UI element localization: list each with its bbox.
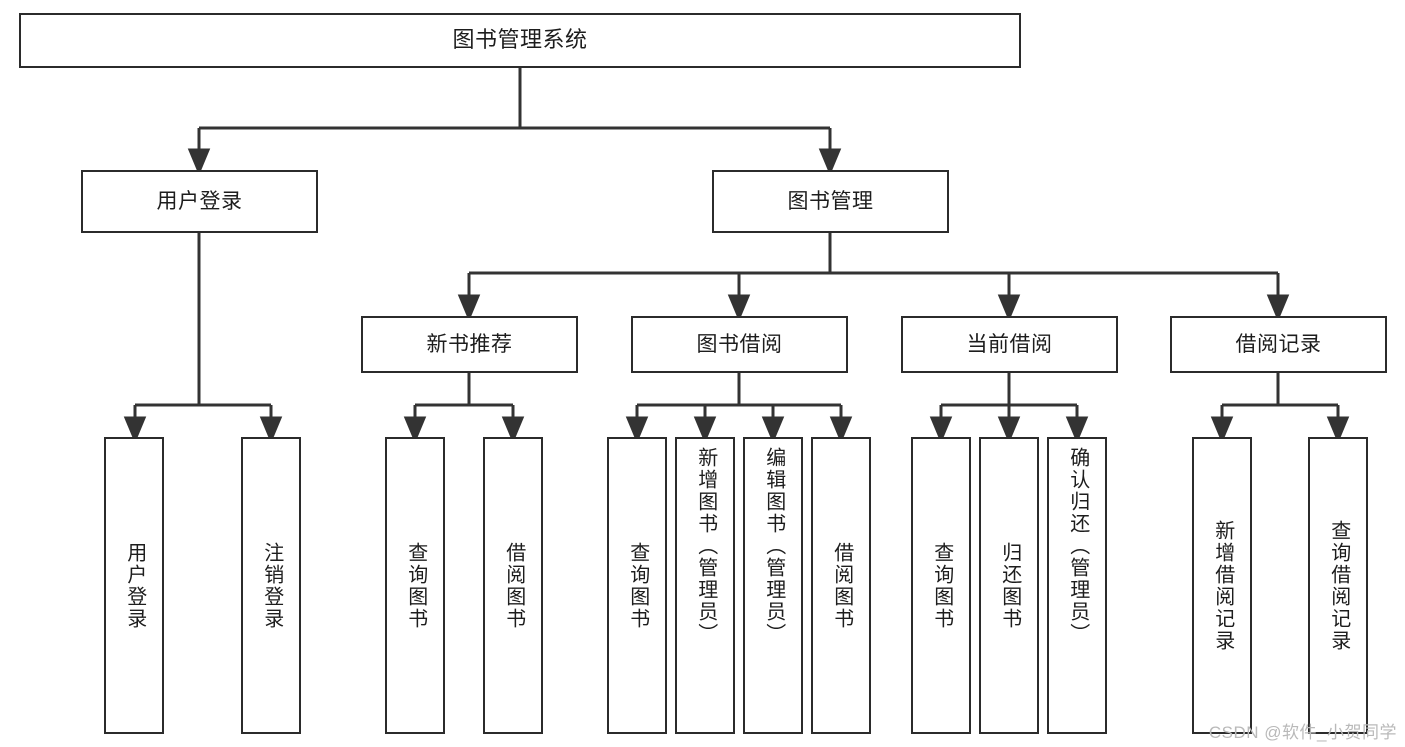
node-leaf-query-book-2[interactable]: 查询图书	[607, 437, 667, 734]
node-leaf-edit-book-label: 编辑图书（管理员）	[762, 447, 785, 645]
node-leaf-borrow-book-1[interactable]: 借阅图书	[483, 437, 543, 734]
node-leaf-add-record-label: 新增借阅记录	[1211, 519, 1234, 652]
node-leaf-query-book-1-label: 查询图书	[404, 541, 427, 630]
node-current-borrow[interactable]: 当前借阅	[901, 316, 1118, 373]
node-leaf-add-book-label: 新增图书（管理员）	[694, 447, 717, 645]
node-leaf-query-book-2-label: 查询图书	[626, 541, 649, 630]
node-new-book-recommend-label: 新书推荐	[426, 332, 513, 356]
node-leaf-user-login[interactable]: 用户登录	[104, 437, 164, 734]
node-leaf-user-login-label: 用户登录	[123, 541, 146, 630]
node-book-manage-label: 图书管理	[787, 189, 874, 213]
node-leaf-borrow-book-1-label: 借阅图书	[502, 541, 525, 630]
node-leaf-edit-book[interactable]: 编辑图书（管理员）	[743, 437, 803, 734]
node-leaf-query-record-label: 查询借阅记录	[1327, 519, 1350, 652]
node-new-book-recommend[interactable]: 新书推荐	[361, 316, 578, 373]
node-leaf-query-book-1[interactable]: 查询图书	[385, 437, 445, 734]
node-book-manage[interactable]: 图书管理	[712, 170, 949, 233]
node-leaf-return-book[interactable]: 归还图书	[979, 437, 1039, 734]
node-user-login-label: 用户登录	[156, 189, 243, 213]
node-leaf-return-book-label: 归还图书	[998, 541, 1021, 630]
node-leaf-add-record[interactable]: 新增借阅记录	[1192, 437, 1252, 734]
node-leaf-confirm-return[interactable]: 确认归还（管理员）	[1047, 437, 1107, 734]
node-leaf-borrow-book-2[interactable]: 借阅图书	[811, 437, 871, 734]
node-book-borrow-label: 图书借阅	[696, 332, 783, 356]
node-leaf-query-book-3-label: 查询图书	[930, 541, 953, 630]
node-current-borrow-label: 当前借阅	[966, 332, 1053, 356]
node-root-label: 图书管理系统	[452, 27, 588, 53]
node-user-login[interactable]: 用户登录	[81, 170, 318, 233]
node-leaf-logout[interactable]: 注销登录	[241, 437, 301, 734]
node-leaf-confirm-return-label: 确认归还（管理员）	[1066, 447, 1089, 645]
node-leaf-borrow-book-2-label: 借阅图书	[830, 541, 853, 630]
node-leaf-logout-label: 注销登录	[260, 541, 283, 630]
node-leaf-add-book[interactable]: 新增图书（管理员）	[675, 437, 735, 734]
node-leaf-query-record[interactable]: 查询借阅记录	[1308, 437, 1368, 734]
node-root[interactable]: 图书管理系统	[19, 13, 1021, 68]
watermark: CSDN @软件_小贺同学	[1208, 723, 1397, 742]
node-book-borrow[interactable]: 图书借阅	[631, 316, 848, 373]
node-borrow-record-label: 借阅记录	[1235, 332, 1322, 356]
node-leaf-query-book-3[interactable]: 查询图书	[911, 437, 971, 734]
node-borrow-record[interactable]: 借阅记录	[1170, 316, 1387, 373]
